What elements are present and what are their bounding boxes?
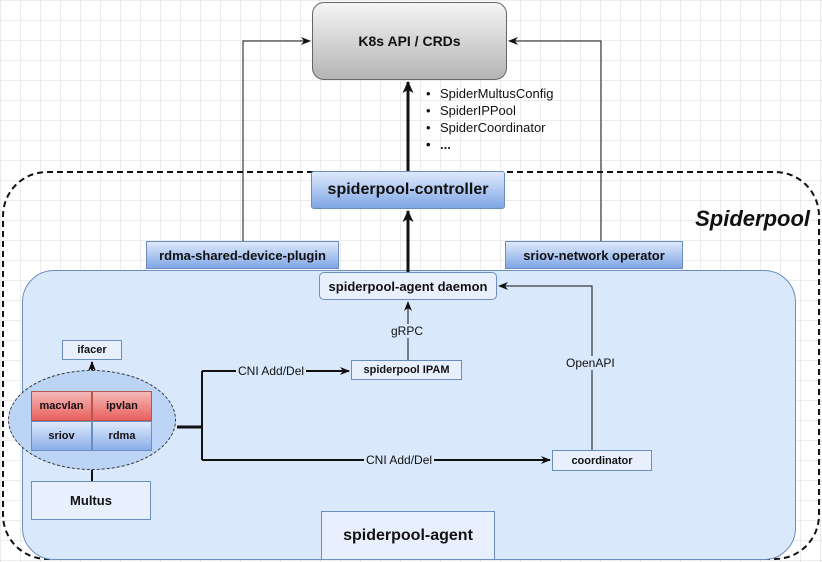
crd-item-spidercoordinator: SpiderCoordinator [426,119,553,136]
crd-list: SpiderMultusConfig SpiderIPPool SpiderCo… [426,85,553,153]
ifacer-box: ifacer [62,340,122,360]
edge-sriov-to-k8s [508,37,602,241]
spiderpool-agent-box: spiderpool-agent [321,511,495,560]
ifacer-label: ifacer [77,344,107,356]
coordinator-box: coordinator [552,450,652,471]
spiderpool-agent-daemon-label: spiderpool-agent daemon [328,278,488,294]
edge-rdma-to-k8s [242,37,311,241]
spiderpool-agent-daemon-box: spiderpool-agent daemon [319,272,497,300]
k8s-api-box: K8s API / CRDs [312,2,507,80]
spiderpool-ipam-box: spiderpool IPAM [351,360,462,380]
crd-item-spiderippool: SpiderIPPool [426,102,553,119]
sriov-cell: sriov [31,421,92,451]
macvlan-cell: macvlan [31,391,92,421]
crd-item-spidermultusconfig: SpiderMultusConfig [426,85,553,102]
spiderpool-agent-label: spiderpool-agent [343,526,473,544]
edge-coordinator-to-daemon [498,282,593,450]
spiderpool-controller-label: spiderpool-controller [327,181,489,198]
crd-item-more: ... [426,136,553,153]
coordinator-label: coordinator [571,454,633,467]
sriov-network-operator-label: sriov-network operator [523,247,665,263]
multus-label: Multus [70,493,112,508]
macvlan-label: macvlan [39,400,84,412]
grpc-label: gRPC [389,324,426,338]
spiderpool-title: Spiderpool [695,206,810,231]
spiderpool-controller-box: spiderpool-controller [311,171,505,209]
cni-add-del-ipam-label: CNI Add/Del [236,364,307,378]
openapi-label: OpenAPI [564,356,617,370]
cni-add-del-coordinator-label: CNI Add/Del [364,453,435,467]
k8s-api-label: K8s API / CRDs [358,33,461,49]
rdma-label: rdma [108,430,136,442]
ipvlan-cell: ipvlan [92,391,152,421]
ipvlan-label: ipvlan [106,400,138,412]
sriov-label: sriov [48,430,75,442]
spiderpool-ipam-label: spiderpool IPAM [363,364,450,376]
sriov-network-operator-box: sriov-network operator [505,241,683,269]
rdma-shared-device-plugin-label: rdma-shared-device-plugin [159,247,326,263]
rdma-shared-device-plugin-box: rdma-shared-device-plugin [146,241,339,269]
multus-box: Multus [31,481,151,520]
rdma-cell: rdma [92,421,152,451]
